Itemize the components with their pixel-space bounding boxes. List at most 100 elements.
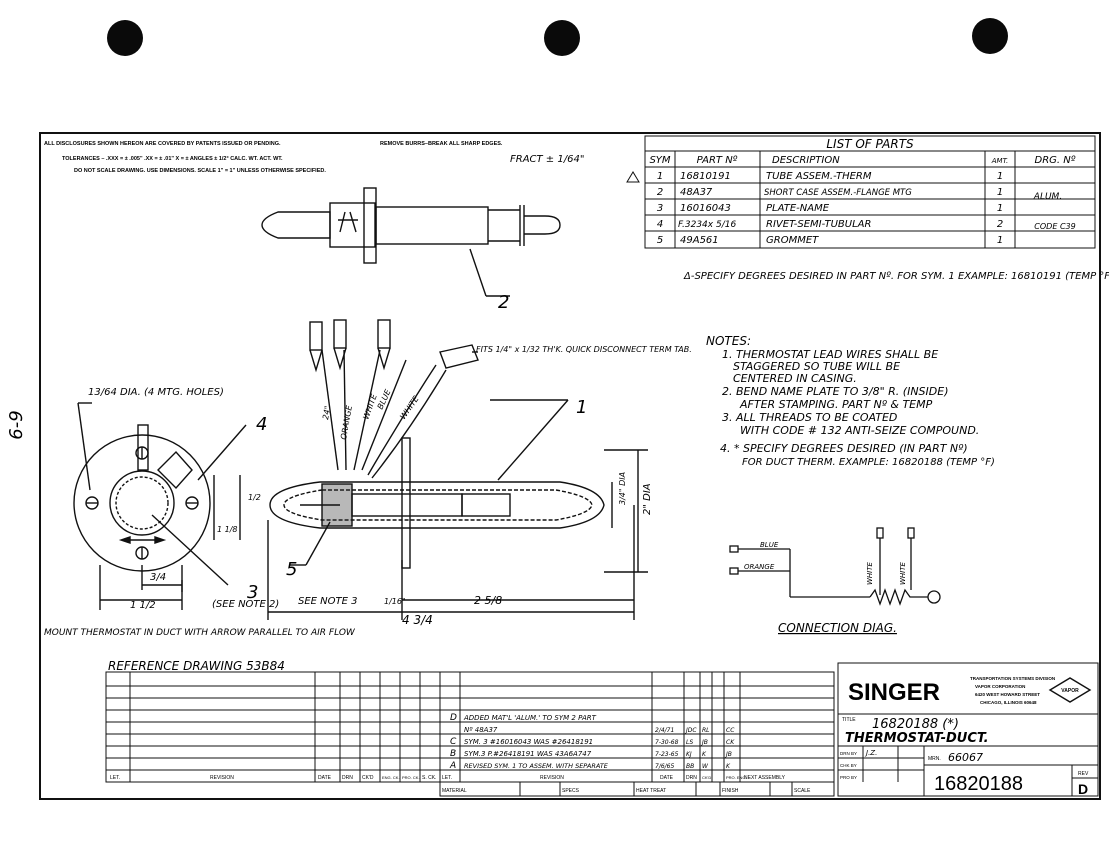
part-amount: 1 [997,203,1003,214]
rev-text: REVISED SYM. 1 TO ASSEM. WITH SEPARATE [464,762,609,770]
rev-label: REV [1078,771,1089,777]
rev-header-revision-2: REVISION [540,775,564,781]
rev-text-2: Nº 48A37 [464,726,498,734]
pro-by-label: PRO BY [840,775,857,780]
drn-by: J.Z. [864,749,877,757]
material-label: MATERIAL [442,788,467,794]
rev-drn: LS [686,739,693,746]
division-line-2: VAPOR CORPORATION [975,684,1025,689]
part-number: 16810191 [680,171,731,182]
part-amount: 1 [997,171,1003,182]
tolerances-note: TOLERANCES – .XXX = ± .005" .XX = ± .01"… [62,156,283,162]
rev-letter: D [1078,781,1088,797]
see-note-3: SEE NOTE 3 [298,596,357,607]
drawing-number: 16820188 [934,773,1023,795]
rev-date: 2/4/71 [655,727,674,734]
parts-row: 5 49A561 GROMMET 1 [657,235,1003,246]
part-title: 16820188 (*) [872,717,959,732]
rev-header-revision: REVISION [210,775,234,781]
scale-label: SCALE [794,788,811,794]
parts-list-table [644,135,1096,249]
part-description: TUBE ASSEM.-THERM [766,171,872,182]
rev-let: C [450,737,457,747]
rev-ckd: JB [701,739,708,746]
part-sym: 4 [657,219,663,230]
note-line: STAGGERED SO TUBE WILL BE [733,360,900,373]
company-name: SINGER [848,679,940,706]
mount-note: MOUNT THERMOSTAT IN DUCT WITH ARROW PARA… [44,628,356,638]
connection-diagram [729,527,941,606]
margin-note: 6-9 [6,410,27,439]
dim-1-half: 1 1/2 [130,600,156,611]
note-line: AFTER STAMPING. PART Nº & TEMP [739,398,933,411]
dim-3-4-dia: 3/4" DIA [618,472,627,505]
rev-header-date: DATE [318,775,332,781]
rev-text: SYM. 3 #16016043 WAS #26418191 [464,738,593,746]
rev-header-pro: PRO. CK. [402,775,420,780]
part-sym: 1 [657,171,663,182]
note-line: 2. BEND NAME PLATE TO 3/8" R. (INSIDE) [722,385,949,398]
heat-treat-label: HEAT TREAT [636,788,666,794]
dim-2-dia: 2" DIA [642,483,653,515]
part-description: SHORT CASE ASSEM.-FLANGE MTG [764,188,912,198]
part-amount: 1 [997,187,1003,198]
part-amount: 2 [997,219,1003,230]
conn-white-label-2: WHITE [899,561,907,585]
logo-text: VAPOR [1061,688,1079,694]
part-drg: CODE C39 [1034,222,1075,231]
delta-note: Δ-SPECIFY DEGREES DESIRED IN PART Nº. FO… [683,271,1109,282]
rev-ckd: K [702,751,707,758]
rev-pe: JB [725,751,732,758]
parts-header-amt: AMT. [991,157,1009,165]
part-sym: 5 [657,235,663,246]
rev-date: 7/6/65 [655,763,674,770]
wire-white-label-2: WHITE [398,394,421,421]
mtg-holes-label: 13/64 DIA. (4 MTG. HOLES) [88,387,224,398]
reference-drawing: REFERENCE DRAWING 53B84 [108,659,285,673]
vapor-logo-icon: VAPOR [1048,677,1092,703]
parts-list-title: LIST OF PARTS [826,137,914,151]
rev-pe: K [726,763,731,770]
conn-blue-label: BLUE [760,541,779,549]
revision-row: C SYM. 3 #16016043 WAS #26418191 7-30-68… [450,737,735,747]
binder-hole-left [107,20,143,56]
sheet-border [39,132,1101,800]
callout-4: 4 [256,414,267,435]
scale-note: DO NOT SCALE DRAWING. USE DIMENSIONS. SC… [74,168,326,174]
rev-date: 7-23-65 [655,751,679,758]
finish-label: FINISH [722,788,739,794]
note-line: 1. THERMOSTAT LEAD WIRES SHALL BE [722,348,938,361]
parts-header-sym: SYM [649,155,670,166]
rev-text: SYM.3 P.#26418191 WAS 43A6A747 [464,750,592,758]
rev-text: ADDED MAT'L 'ALUM.' TO SYM 2 PART [463,714,597,722]
parts-header-desc: DESCRIPTION [772,155,840,166]
wire-orange-label: ORANGE [339,404,354,441]
drn-by-label: DRN BY [840,751,857,756]
rev-drn: JDC [685,727,697,734]
part-description: PLATE-NAME [766,203,830,214]
rev-let: A [449,761,456,771]
specs-label: SPECS [562,788,580,794]
conn-white-label: WHITE [866,561,874,585]
part-number: 49A561 [680,235,719,246]
address-line-2: CHICAGO, ILLINOIS 60648 [980,700,1037,705]
rev-header-next-assembly: NEXT ASSEMBLY [744,775,786,781]
revision-row: D ADDED MAT'L 'ALUM.' TO SYM 2 PART Nº 4… [450,713,735,734]
rev-header-ckd: CK'D [362,775,374,781]
title-block [837,662,1099,797]
rev-header-let: LET. [110,775,120,781]
note-line: FOR DUCT THERM. EXAMPLE: 16820188 (TEMP … [742,457,995,468]
mrn-label: MRN. [928,756,941,762]
delta-marker-icon [626,171,640,183]
note-line: 3. ALL THREADS TO BE COATED [722,411,897,424]
rev-drn: BB [686,763,694,770]
dim-1-16: 1/16" [384,597,406,606]
rev-header-eng: ENG. CK. [382,775,400,780]
part-description: RIVET-SEMI-TUBULAR [766,219,871,230]
rev-let: B [450,749,456,759]
parts-row: 4 F.3234x 5/16 RIVET-SEMI-TUBULAR 2 CODE… [657,219,1076,231]
rev-let: D [450,713,457,723]
burrs-note: REMOVE BURRS–BREAK ALL SHARP EDGES. [380,141,503,147]
part-sym: 2 [657,187,663,198]
